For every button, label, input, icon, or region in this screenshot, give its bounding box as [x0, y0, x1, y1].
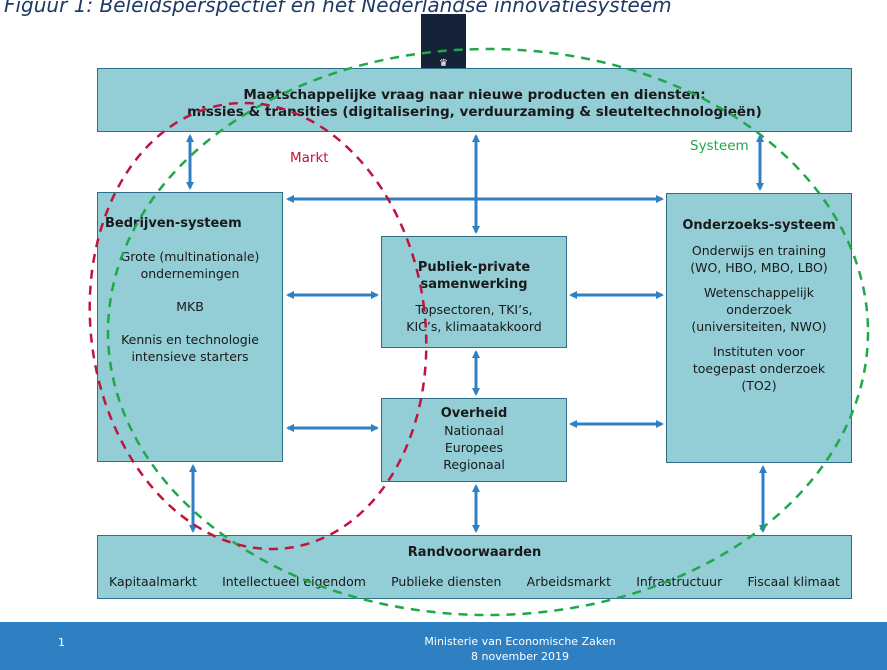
footer-organization: Ministerie van Economische Zaken	[424, 635, 616, 648]
public-private-box: Publiek-private samenwerking Topsectoren…	[381, 236, 567, 348]
footer-bar: 1 Ministerie van Economische Zaken 8 nov…	[0, 622, 887, 670]
system-label: Systeem	[690, 138, 749, 154]
business-system-title: Bedrijven-systeem	[105, 216, 242, 231]
research-item-education-line1: Onderwijs en training	[691, 243, 827, 258]
business-item-large-companies-line1: Grote (multinationale)	[120, 249, 260, 264]
public-private-title-line2: samenwerking	[420, 277, 528, 292]
government-title: Overheid	[440, 406, 508, 421]
footer-date: 8 november 2019	[471, 650, 569, 663]
business-item-sme: MKB	[176, 299, 204, 314]
research-system-title: Onderzoeks-systeem	[682, 218, 836, 233]
societal-demand-line1: Maatschappelijke vraag naar nieuwe produ…	[243, 87, 706, 103]
business-system-box: Bedrijven-systeem Grote (multinationale)…	[97, 192, 283, 462]
condition-public-services: Publieke diensten	[391, 574, 502, 589]
preconditions-list: Kapitaalmarkt Intellectueel eigendom Pub…	[98, 574, 851, 589]
research-item-institutes-line1: Instituten voor	[713, 344, 805, 359]
preconditions-title: Randvoorwaarden	[407, 545, 542, 560]
condition-labour-market: Arbeidsmarkt	[526, 574, 611, 589]
research-item-science-line2: onderzoek	[726, 302, 792, 317]
societal-demand-box: Maatschappelijke vraag naar nieuwe produ…	[97, 68, 852, 132]
research-item-education-line2: (WO, HBO, MBO, LBO)	[690, 260, 828, 275]
business-item-starters-line2: intensieve starters	[131, 349, 249, 364]
market-label: Markt	[290, 150, 329, 166]
government-item-european: Europees	[444, 440, 504, 455]
business-item-starters-line1: Kennis en technologie	[121, 332, 259, 347]
condition-intellectual-property: Intellectueel eigendom	[222, 574, 366, 589]
condition-infrastructure: Infrastructuur	[636, 574, 723, 589]
government-box: Overheid Nationaal Europees Regionaal	[381, 398, 567, 482]
research-item-science-line1: Wetenschappelijk	[703, 285, 815, 300]
government-logo-strip: ♛	[421, 14, 466, 74]
business-item-large-companies-line2: ondernemingen	[140, 266, 240, 281]
government-item-regional: Regionaal	[443, 457, 505, 472]
preconditions-box: Randvoorwaarden Kapitaalmarkt Intellectu…	[97, 535, 852, 599]
condition-fiscal-climate: Fiscaal klimaat	[747, 574, 840, 589]
government-item-national: Nationaal	[444, 423, 504, 438]
public-private-title-line1: Publiek-private	[417, 260, 531, 275]
public-private-body-line2: KIC’s, klimaatakkoord	[406, 319, 542, 334]
footer-text: Ministerie van Economische Zaken 8 novem…	[410, 634, 630, 664]
figure-caption: Figuur 1: Beleidsperspectief en het Nede…	[4, 0, 672, 17]
page-number: 1	[58, 636, 65, 649]
research-item-institutes-line2: toegepast onderzoek	[692, 361, 826, 376]
research-item-science-line3: (universiteiten, NWO)	[691, 319, 827, 334]
public-private-body-line1: Topsectoren, TKI’s,	[415, 302, 533, 317]
research-item-institutes-line3: (TO2)	[741, 378, 777, 393]
societal-demand-line2: missies & transities (digitalisering, ve…	[187, 104, 762, 120]
condition-capital-market: Kapitaalmarkt	[109, 574, 197, 589]
research-system-box: Onderzoeks-systeem Onderwijs en training…	[666, 193, 852, 463]
